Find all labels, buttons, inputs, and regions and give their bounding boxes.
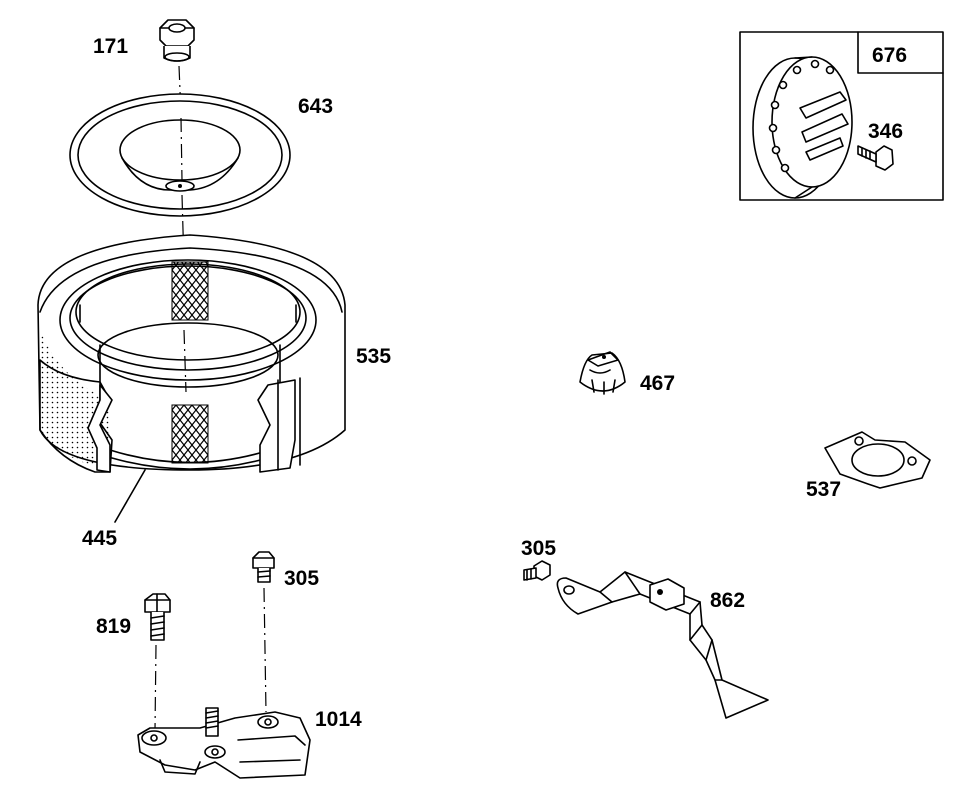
callout-171: 171 — [93, 35, 129, 58]
knob-171 — [159, 19, 195, 62]
bracket-862 — [556, 571, 769, 719]
leader-445 — [114, 469, 146, 523]
screw-305-right — [523, 560, 551, 581]
kit-box-676 — [739, 31, 944, 201]
axis-line — [180, 117, 183, 181]
callout-819: 819 — [96, 615, 132, 638]
knob-467 — [579, 351, 626, 395]
axis-line — [178, 65, 182, 116]
base-1014 — [137, 707, 311, 779]
callout-537: 537 — [806, 478, 842, 501]
callout-346: 346 — [868, 120, 904, 143]
filter-535 — [37, 234, 346, 473]
screw-346 — [857, 145, 894, 171]
callout-535: 535 — [356, 345, 392, 368]
callout-467: 467 — [640, 372, 676, 395]
callout-643: 643 — [298, 95, 334, 118]
screw-819 — [144, 593, 171, 641]
axis-line — [154, 644, 157, 731]
gasket-537 — [824, 431, 931, 489]
callout-305-right: 305 — [521, 537, 557, 560]
callout-1014: 1014 — [315, 708, 362, 731]
callout-305-left: 305 — [284, 567, 320, 590]
cover-643 — [69, 93, 291, 217]
callout-676: 676 — [872, 44, 908, 67]
screw-305-left — [252, 551, 275, 583]
callout-445: 445 — [82, 527, 118, 550]
axis-line — [263, 587, 267, 713]
axis-line — [183, 329, 187, 393]
callout-862: 862 — [710, 589, 746, 612]
